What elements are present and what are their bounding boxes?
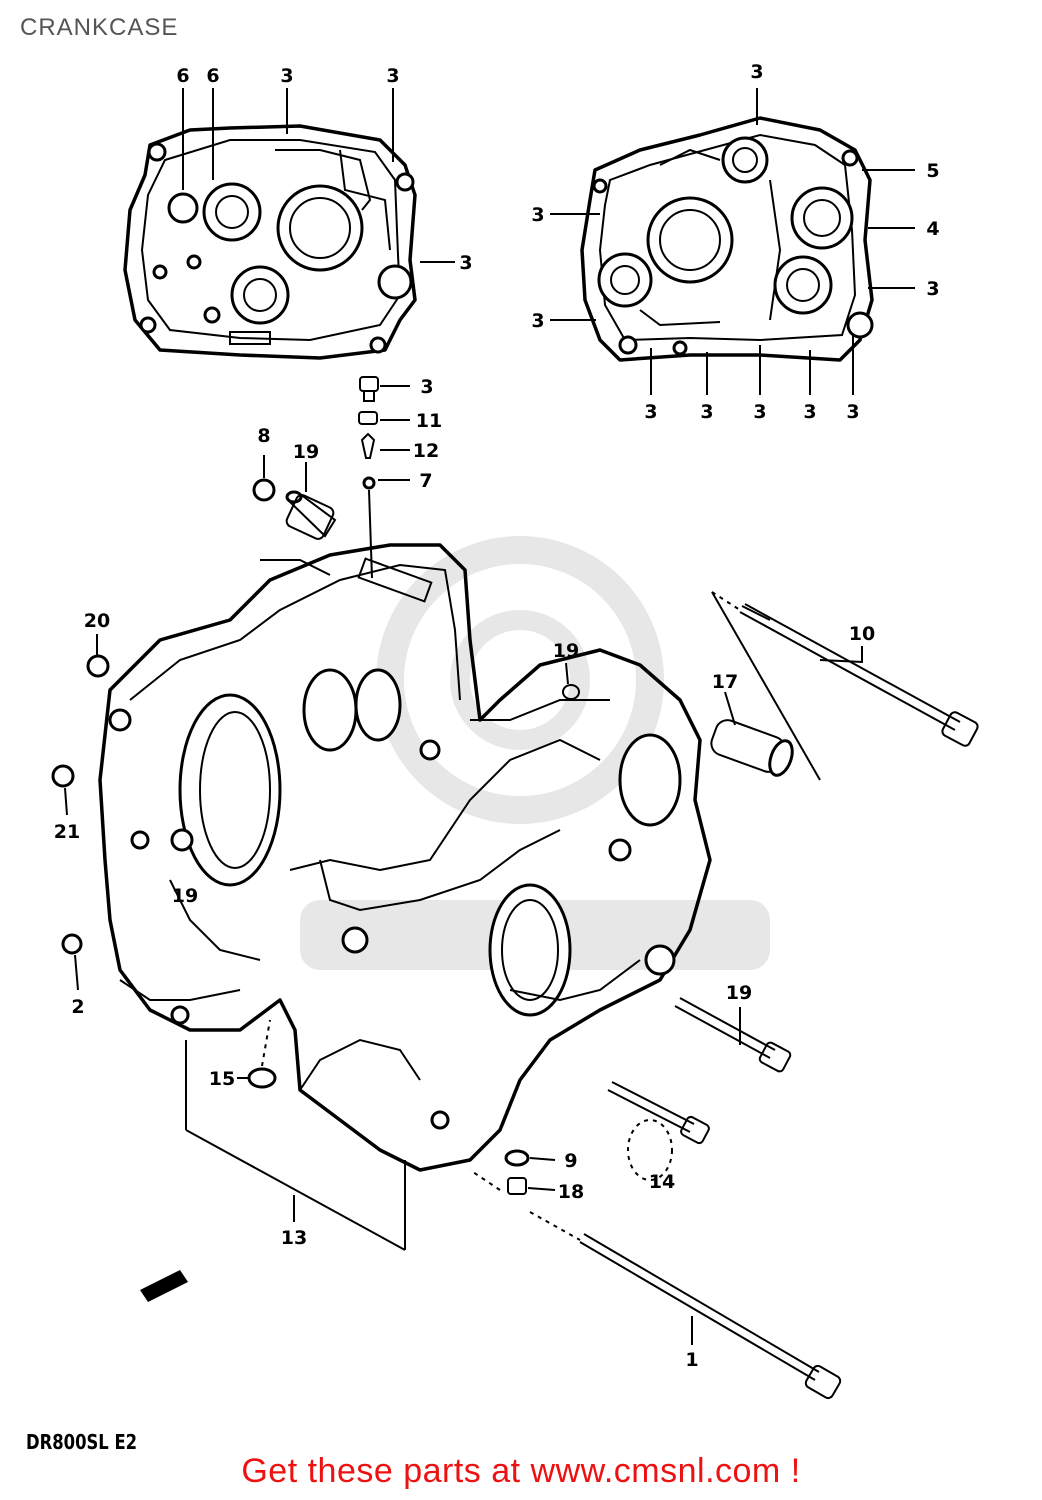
callout-12: 11 (416, 410, 442, 432)
washer-14 (504, 1149, 530, 1167)
callout-3: 4 (926, 218, 939, 240)
callout-10: 19 (553, 640, 579, 662)
o-ring-10 (562, 684, 580, 700)
callout-3: 3 (846, 401, 859, 423)
callout-14: 9 (564, 1150, 577, 1172)
callout-20: 19 (293, 441, 319, 463)
callout-3: 3 (644, 401, 657, 423)
oil-jet-stack (358, 376, 379, 579)
callout-3: 3 (753, 401, 766, 423)
drain-plug-9 (247, 1019, 277, 1089)
callout-3: 3 (459, 252, 472, 274)
leader-lines (64, 88, 915, 1345)
callout-7: 12 (413, 440, 439, 462)
right-crankcase-half (580, 116, 874, 362)
callout-16: 1 (685, 1349, 698, 1371)
bolt-17 (711, 591, 979, 781)
plug-13 (469, 1169, 527, 1195)
nut-19-top (252, 478, 276, 502)
callout-19: 21 (54, 821, 80, 843)
page-title: CRANKCASE (20, 14, 179, 41)
callout-3: 3 (386, 65, 399, 87)
callout-18: 14 (649, 1171, 675, 1193)
bolt-18 (607, 1081, 710, 1181)
left-crankcase-half (123, 124, 417, 360)
dowel-pin-20 (285, 490, 337, 540)
callout-15: 19 (726, 982, 752, 1004)
callout-3: 3 (803, 401, 816, 423)
callout-5: 3 (750, 61, 763, 83)
callout-13: 18 (558, 1181, 584, 1203)
callout-3: 3 (700, 401, 713, 423)
callout-6: 6 (176, 65, 189, 87)
callout-19: 8 (257, 425, 270, 447)
nut-19-left-3 (61, 933, 83, 955)
callout-17: 10 (849, 623, 875, 645)
callout-1: 13 (281, 1227, 307, 1249)
callout-21: 17 (712, 671, 738, 693)
bolt-16 (529, 1211, 842, 1400)
bolt-15 (674, 997, 792, 1073)
callout-3: 3 (280, 65, 293, 87)
crankcase-assembly (98, 543, 712, 1172)
callout-19: 20 (84, 610, 110, 632)
callout-3: 3 (926, 278, 939, 300)
callout-19: 2 (71, 996, 84, 1018)
callout-6: 6 (206, 65, 219, 87)
callout-4: 5 (926, 160, 939, 182)
nut-19-left-1 (86, 654, 110, 678)
callout-11: 3 (420, 376, 433, 398)
callout-3: 3 (531, 310, 544, 332)
nut-19-left-2 (51, 764, 75, 788)
cmsnl-parts-link[interactable]: Get these parts at www.cmsnl.com ! (241, 1452, 801, 1490)
callout-9: 15 (209, 1068, 235, 1090)
callout-8: 7 (419, 470, 432, 492)
model-code: DR800SL E2 (26, 1430, 138, 1454)
callout-3: 3 (531, 204, 544, 226)
dowel-pin-21 (710, 719, 794, 777)
callout-2: 19 (172, 885, 198, 907)
front-arrow-icon (140, 1270, 188, 1302)
